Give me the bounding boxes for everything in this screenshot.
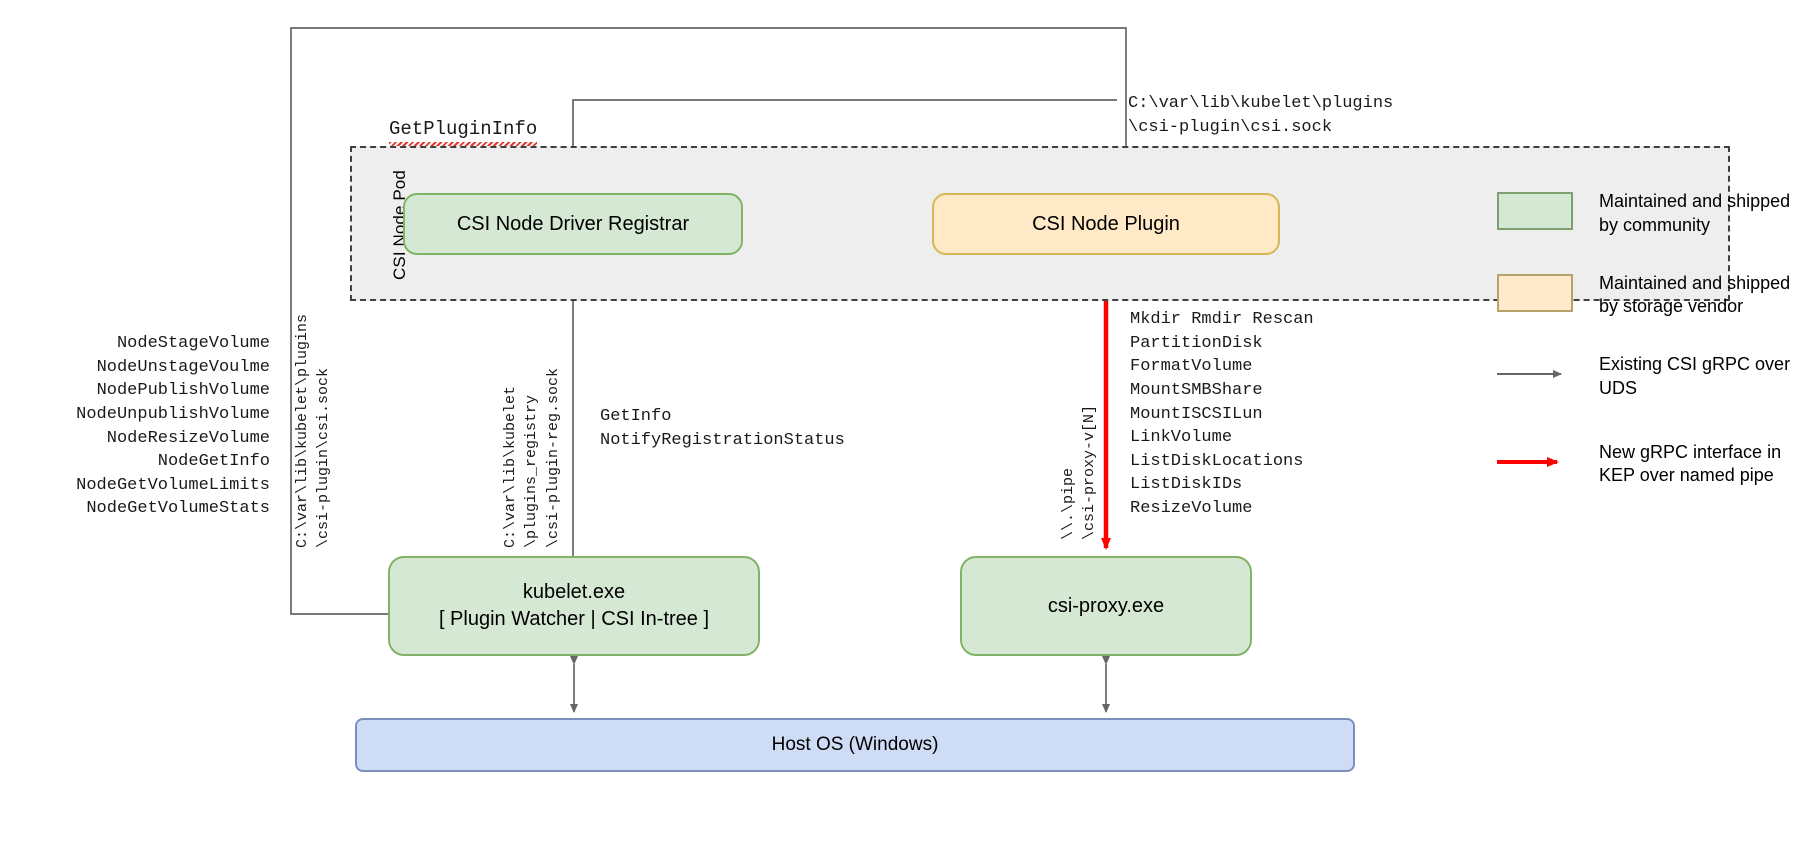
get-plugin-info-label: GetPluginInfo — [389, 116, 538, 147]
kubelet-exe-box[interactable]: kubelet.exe [ Plugin Watcher | CSI In-tr… — [388, 556, 760, 656]
legend-gray-arrow-icon — [1497, 355, 1573, 393]
csi-proxy-exe-label: csi-proxy.exe — [1047, 594, 1165, 617]
csi-proxy-exe-box[interactable]: csi-proxy.exe — [960, 556, 1252, 656]
registrar-calls-label: GetInfo NotifyRegistrationStatus — [600, 407, 845, 450]
legend-label-existing-grpc: Existing CSI gRPC over UDS — [1599, 354, 1791, 398]
legend-item-new-grpc: New gRPC interface in KEP over named pip… — [1497, 441, 1802, 489]
legend-item-community: Maintained and shipped by community — [1497, 190, 1802, 238]
kubelet-exe-label: kubelet.exe — [522, 581, 626, 603]
csi-proxy-api-list: Mkdir Rmdir Rescan PartitionDisk FormatV… — [1130, 310, 1314, 518]
legend-item-vendor: Maintained and shipped by storage vendor — [1497, 272, 1802, 320]
csi-sock-path-label: C:\var\lib\kubelet\plugins \csi-plugin\c… — [1128, 94, 1394, 137]
legend-item-existing-grpc: Existing CSI gRPC over UDS — [1497, 353, 1802, 401]
host-os-label: Host OS (Windows) — [771, 734, 939, 756]
legend-swatch-community-icon — [1497, 192, 1573, 230]
csi-node-plugin-label: CSI Node Plugin — [1032, 212, 1180, 235]
kubelet-exe-sublabel: [ Plugin Watcher | CSI In-tree ] — [438, 608, 710, 630]
csi-node-plugin-box[interactable]: CSI Node Plugin — [932, 193, 1280, 255]
csi-node-driver-registrar-box[interactable]: CSI Node Driver Registrar — [403, 193, 743, 255]
legend: Maintained and shipped by community Main… — [1497, 190, 1802, 528]
legend-label-vendor: Maintained and shipped by storage vendor — [1599, 272, 1791, 317]
node-service-api-list: NodeStageVolume NodeUnstageVoulme NodePu… — [76, 334, 270, 519]
legend-label-community: Maintained and shipped by community — [1599, 191, 1791, 235]
legend-swatch-vendor-icon — [1497, 273, 1573, 312]
csi-node-pod-label: CSI Node Pod — [368, 60, 409, 280]
host-os-box[interactable]: Host OS (Windows) — [355, 718, 1355, 772]
csi-node-driver-registrar-label: CSI Node Driver Registrar — [456, 212, 690, 235]
named-pipe-path-label: \\.\pipe \csi-proxy-v[N] — [1060, 404, 1099, 540]
legend-label-new-grpc: New gRPC interface in KEP over named pip… — [1599, 441, 1782, 486]
legend-red-arrow-icon — [1497, 443, 1573, 481]
kubelet-csi-sock-path-label: C:\var\lib\kubelet\plugins \csi-plugin\c… — [294, 313, 333, 548]
plugins-registry-sock-path-label: C:\var\lib\kubelet \plugins_registry \cs… — [502, 367, 562, 548]
